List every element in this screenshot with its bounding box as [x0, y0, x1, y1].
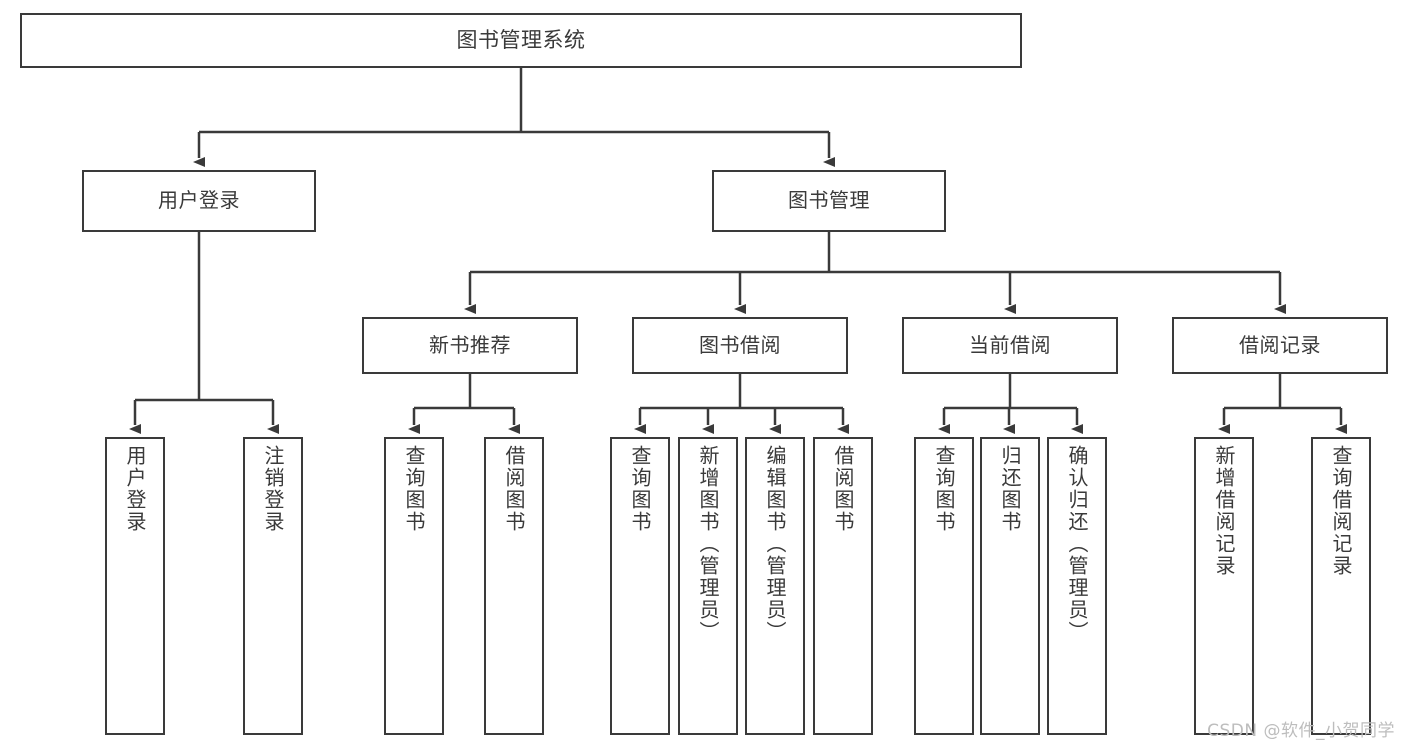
leaf-borrow-borrow-book[interactable]: 借阅图书 [813, 437, 873, 735]
leaf-record-query-record[interactable]: 查询借阅记录 [1311, 437, 1371, 735]
node-borrow-record[interactable]: 借阅记录 [1172, 317, 1388, 374]
node-user-login[interactable]: 用户登录 [82, 170, 316, 232]
node-current-borrow[interactable]: 当前借阅 [902, 317, 1118, 374]
node-label: 查询图书 [932, 445, 956, 533]
leaf-borrow-edit-book-admin[interactable]: 编辑图书（管理员） [745, 437, 805, 735]
leaf-recommend-borrow-book[interactable]: 借阅图书 [484, 437, 544, 735]
node-label: 注销登录 [261, 445, 285, 533]
node-book-management[interactable]: 图书管理 [712, 170, 946, 232]
node-label: 用户登录 [123, 445, 147, 533]
leaf-recommend-query-book[interactable]: 查询图书 [384, 437, 444, 735]
node-label: 借阅记录 [1239, 332, 1321, 357]
leaf-current-return-book[interactable]: 归还图书 [980, 437, 1040, 735]
node-book-borrow[interactable]: 图书借阅 [632, 317, 848, 374]
node-label: 新增图书（管理员） [696, 445, 720, 643]
leaf-user-login-logout[interactable]: 注销登录 [243, 437, 303, 735]
node-label: 新增借阅记录 [1212, 445, 1236, 577]
node-label: 归还图书 [998, 445, 1022, 533]
node-label: 借阅图书 [831, 445, 855, 533]
node-label: 查询图书 [628, 445, 652, 533]
node-label: 新书推荐 [429, 332, 511, 357]
csdn-watermark: CSDN @软件_小贺同学 [1207, 721, 1395, 741]
node-root-system[interactable]: 图书管理系统 [20, 13, 1022, 68]
node-label: 编辑图书（管理员） [763, 445, 787, 643]
leaf-current-confirm-return-admin[interactable]: 确认归还（管理员） [1047, 437, 1107, 735]
node-new-book-recommend[interactable]: 新书推荐 [362, 317, 578, 374]
node-label: 确认归还（管理员） [1065, 445, 1089, 643]
node-label: 借阅图书 [502, 445, 526, 533]
node-label: 图书管理 [788, 188, 870, 213]
leaf-current-query-book[interactable]: 查询图书 [914, 437, 974, 735]
node-label: 图书借阅 [699, 332, 781, 357]
node-label: 图书管理系统 [456, 28, 586, 53]
leaf-user-login-login[interactable]: 用户登录 [105, 437, 165, 735]
leaf-borrow-query-book[interactable]: 查询图书 [610, 437, 670, 735]
node-label: 用户登录 [158, 188, 240, 213]
node-label: 查询图书 [402, 445, 426, 533]
node-label: 当前借阅 [969, 332, 1051, 357]
leaf-record-add-record[interactable]: 新增借阅记录 [1194, 437, 1254, 735]
leaf-borrow-add-book-admin[interactable]: 新增图书（管理员） [678, 437, 738, 735]
node-label: 查询借阅记录 [1329, 445, 1353, 577]
